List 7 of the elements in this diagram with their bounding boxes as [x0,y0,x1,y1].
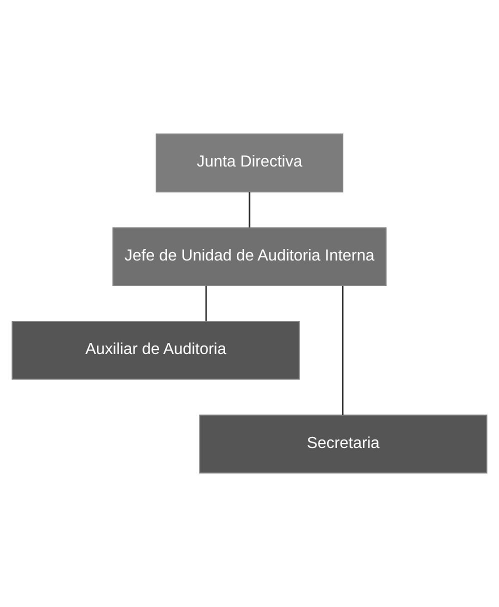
node-box: Secretaria [199,414,488,474]
connector [205,286,207,322]
connector [342,286,344,415]
node-box: Jefe de Unidad de Auditoria Interna [112,227,387,286]
node-box: Auxiliar de Auditoria [12,320,300,380]
connector [248,192,250,228]
node-box: Junta Directiva [156,134,344,192]
